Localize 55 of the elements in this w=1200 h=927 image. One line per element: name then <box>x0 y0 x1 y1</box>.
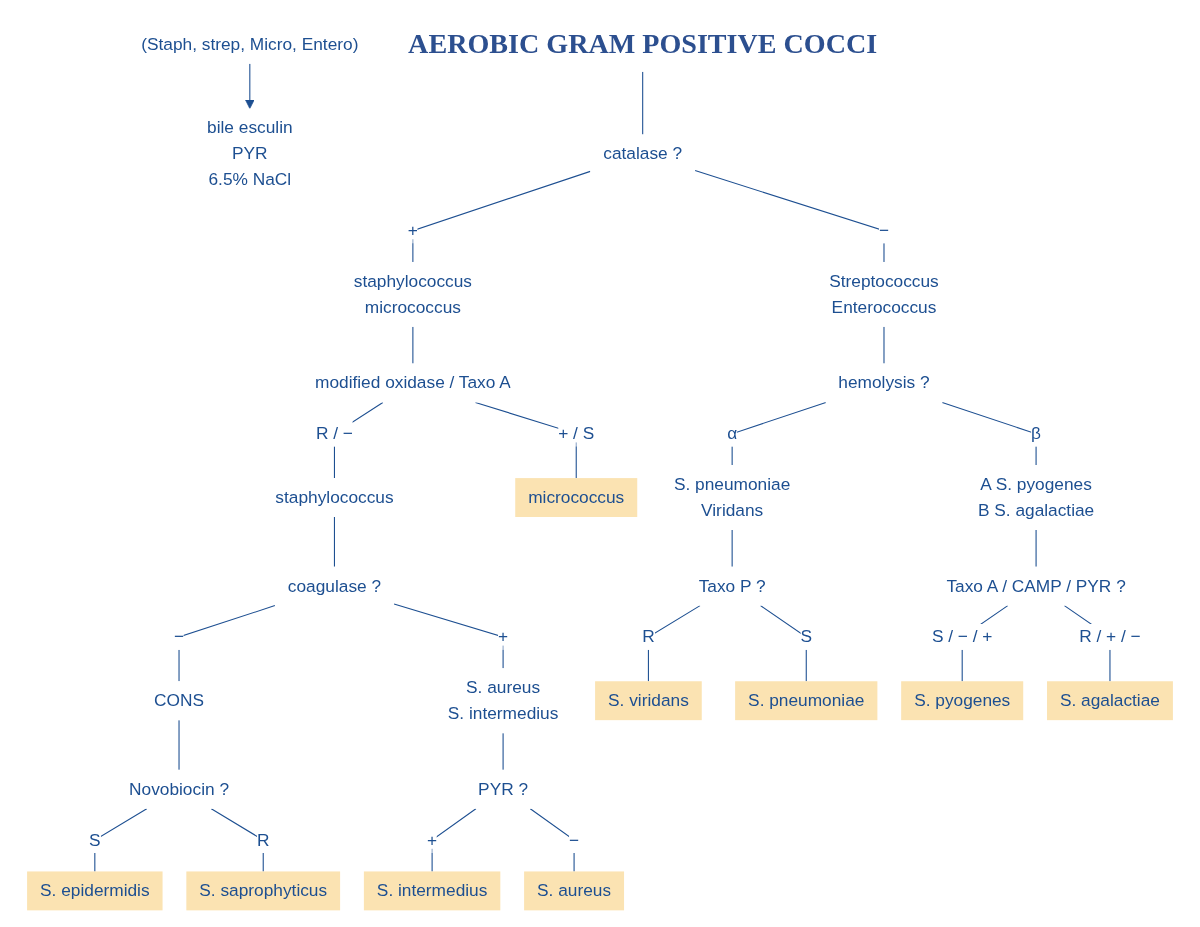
node-box: S. viridans <box>595 681 702 721</box>
edge-label: + <box>407 220 418 240</box>
arrow <box>245 63 255 109</box>
edge-label: R <box>642 627 655 646</box>
edge-label: + <box>498 627 509 646</box>
connector <box>431 808 477 872</box>
edge-label: + <box>427 830 438 849</box>
connector <box>642 71 644 135</box>
node-box: S. saprophyticus <box>186 871 341 911</box>
edge-label: − <box>173 627 185 646</box>
node-text: CONS <box>154 690 205 710</box>
edge-label: R / − <box>315 424 353 443</box>
edge-label: S <box>800 627 813 646</box>
node-text: Taxo A / CAMP / PYR ? <box>946 576 1126 595</box>
connector <box>502 732 504 771</box>
connector <box>393 603 504 669</box>
node-box: micrococcus <box>515 478 638 517</box>
node-box: S. agalactiae <box>1047 681 1173 721</box>
edge-label: S / − / + <box>931 627 993 646</box>
edge-label: + / S <box>558 424 595 443</box>
connector <box>731 529 733 568</box>
node-box: S. aureus <box>524 871 625 911</box>
edge-label: α <box>727 424 738 443</box>
node-text: staphylococcus <box>275 487 394 507</box>
node-text: catalase ? <box>603 144 683 163</box>
node-text: PYR ? <box>478 779 529 798</box>
edge-label: − <box>569 830 580 849</box>
node-text: modified oxidase / Taxo A <box>315 373 511 392</box>
node-text: A S. pyogenes B S. agalactiae <box>977 474 1095 520</box>
edge-label: R / + / − <box>1079 627 1141 646</box>
connector <box>412 170 591 263</box>
connector <box>1035 529 1037 568</box>
node-text: AEROBIC GRAM POSITIVE COCCI <box>408 28 878 60</box>
node-text: S. pneumoniae Viridans <box>673 474 791 520</box>
connector <box>178 605 276 682</box>
node-text: Novobiocin ? <box>129 779 230 798</box>
node-text: (Staph, strep, Micro, Entero) <box>141 34 359 53</box>
connector <box>694 170 885 263</box>
node-text: staphylococcus micrococcus <box>353 271 472 316</box>
connector <box>333 516 335 568</box>
node-text: coagulase ? <box>287 576 382 595</box>
node-box: S. pyogenes <box>901 681 1024 721</box>
node-box: S. epidermidis <box>27 871 163 911</box>
connector <box>412 326 414 365</box>
node-text: Streptococcus Enterococcus <box>829 271 939 316</box>
node-box: S. pneumoniae <box>735 681 878 721</box>
edge-label: β <box>1031 424 1042 443</box>
node-text: bile esculin PYR 6.5% NaCl <box>207 118 293 189</box>
node-box: S. intermedius <box>363 871 501 911</box>
node-text: S. aureus S. intermedius <box>447 678 559 723</box>
edge-label: R <box>256 830 270 849</box>
node-text: Taxo P ? <box>698 576 766 595</box>
node-text: hemolysis ? <box>838 373 930 392</box>
edge-label: − <box>878 220 890 240</box>
edge-label: S <box>89 830 101 849</box>
